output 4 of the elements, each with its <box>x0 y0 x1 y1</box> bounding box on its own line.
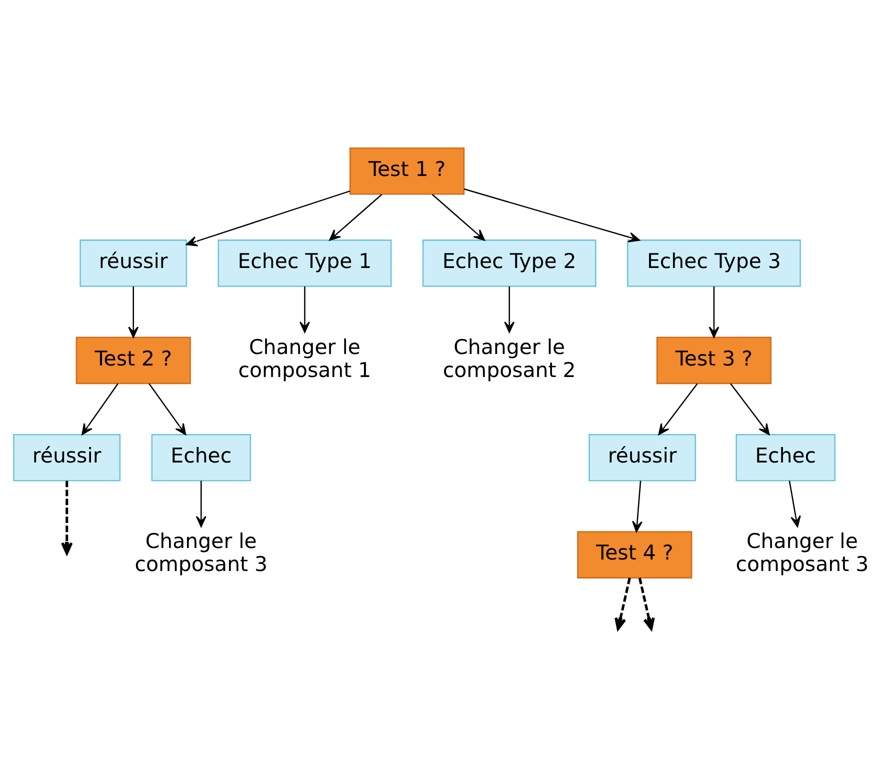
node-text: Changer le composant 3 <box>736 529 869 576</box>
node-text: Changer le composant 2 <box>442 334 576 382</box>
node-text: Changer le composant 3 <box>134 529 268 576</box>
node-text: Changer le composant 1 <box>238 334 372 382</box>
